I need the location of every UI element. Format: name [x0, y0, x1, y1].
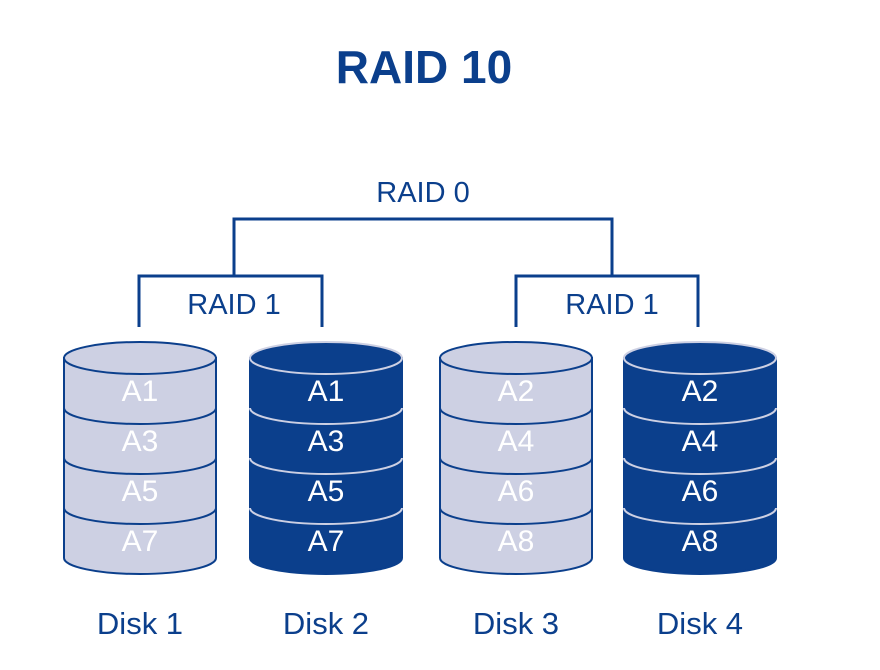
raid0-label: RAID 0: [376, 177, 469, 209]
disk-segment-divider: [249, 457, 403, 475]
disk-block-label: A1: [308, 375, 345, 408]
disk-segment-divider: [623, 457, 777, 475]
disk-segment-divider: [63, 507, 217, 525]
disk-block-label: A7: [308, 525, 345, 558]
disk-top: [249, 341, 403, 375]
disk-block-label: A4: [682, 425, 719, 458]
disk-block-label: A6: [682, 475, 719, 508]
disk-body: [439, 357, 593, 575]
disk-label: Disk 1: [97, 606, 183, 641]
disk-top: [623, 341, 777, 375]
raid0-group: RAID 0: [232, 177, 614, 275]
disk-body: [623, 357, 777, 575]
raid1-bracket-right: [514, 274, 700, 327]
disk-block-label: A2: [498, 375, 535, 408]
disk-label: Disk 3: [473, 606, 559, 641]
disk-block-label: A7: [122, 525, 159, 558]
disk-segment-divider: [63, 457, 217, 475]
raid0-bracket: [232, 217, 614, 275]
raid1-group-left: RAID 1: [137, 274, 324, 327]
disk-segment-divider: [249, 507, 403, 525]
disk-block-label: A8: [682, 525, 719, 558]
raid1-bracket-left: [137, 274, 324, 327]
diagram-title: RAID 10: [336, 41, 512, 93]
disk-block-label: A6: [498, 475, 535, 508]
disk-segment-divider: [623, 407, 777, 425]
disk-segment-divider: [439, 457, 593, 475]
disk-segment-divider: [439, 507, 593, 525]
disk-segment-divider: [63, 407, 217, 425]
disk-block-label: A4: [498, 425, 535, 458]
disk-body: [249, 357, 403, 575]
disk-label: Disk 2: [283, 606, 369, 641]
raid1-group-right: RAID 1: [514, 274, 700, 327]
disk-segment-divider: [623, 507, 777, 525]
disk-label: Disk 4: [657, 606, 743, 641]
disk-block-label: A5: [308, 475, 345, 508]
disk-top: [63, 341, 217, 375]
disk-block-label: A3: [308, 425, 345, 458]
disk-segment-divider: [249, 407, 403, 425]
disk-block-label: A2: [682, 375, 719, 408]
disk-block-label: A5: [122, 475, 159, 508]
disk-block-label: A8: [498, 525, 535, 558]
disk-body: [63, 357, 217, 575]
disk-top: [439, 341, 593, 375]
raid1-label-right: RAID 1: [565, 289, 658, 321]
raid1-label-left: RAID 1: [187, 289, 280, 321]
disk-block-label: A1: [122, 375, 159, 408]
disk-segment-divider: [439, 407, 593, 425]
disk-block-label: A3: [122, 425, 159, 458]
